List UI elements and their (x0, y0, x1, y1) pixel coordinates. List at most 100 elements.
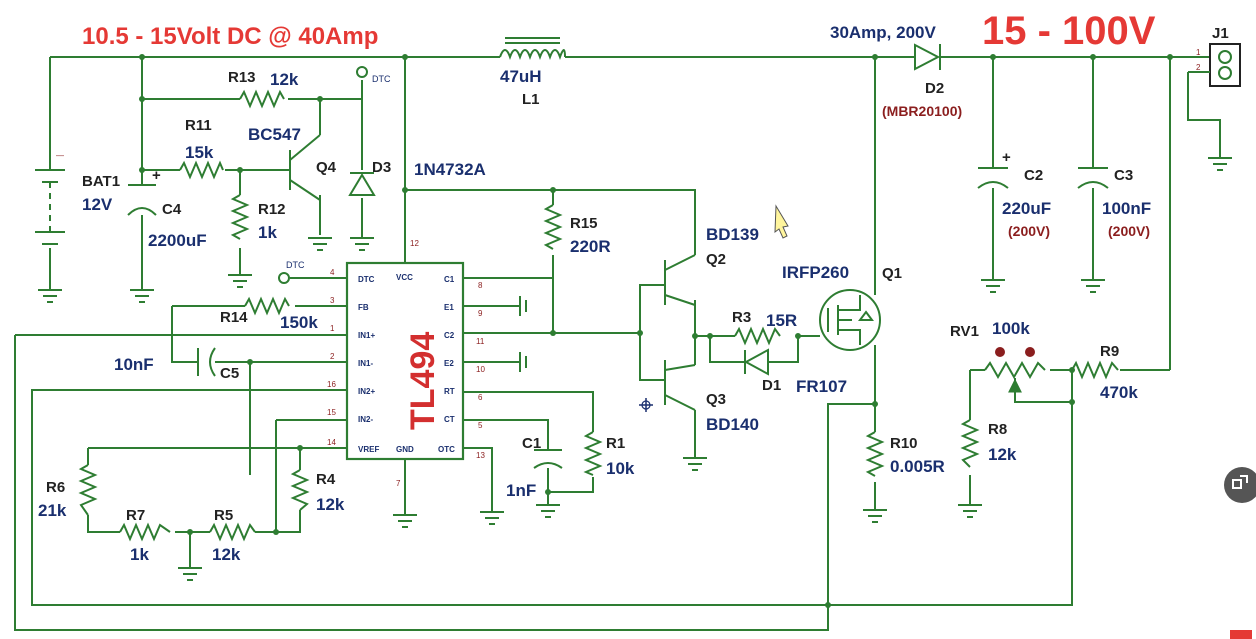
resistors (78, 89, 1119, 542)
pin-e1-label: E1 (444, 303, 454, 312)
c5-ref: C5 (220, 365, 239, 382)
r9-ref: R9 (1100, 343, 1119, 360)
pin-num: 15 (327, 408, 336, 417)
pin-c2-label: C2 (444, 331, 455, 340)
pin-c1-label: C1 (444, 275, 455, 284)
c3-ref: C3 (1114, 167, 1133, 184)
r10-value: 0.005R (890, 457, 945, 476)
l1-ref: L1 (522, 91, 540, 108)
ic-name: TL494 (404, 332, 442, 430)
d3-value: 1N4732A (414, 160, 486, 179)
pin-otc-label: OTC (438, 445, 455, 454)
c5-value: 10nF (114, 355, 154, 374)
r12-value: 1k (258, 223, 277, 242)
r7-value: 1k (130, 545, 149, 564)
q4-value: BC547 (248, 125, 301, 144)
q3-ref: Q3 (706, 391, 726, 408)
pin-vref-label: VREF (358, 445, 379, 454)
r4-value: 12k (316, 495, 345, 514)
l1-value: 47uH (500, 67, 542, 86)
q3-value: BD140 (706, 415, 759, 434)
input-heading: 10.5 - 15Volt DC @ 40Amp (82, 23, 378, 50)
pin-num: 4 (330, 268, 335, 277)
r11-value: 15k (185, 143, 214, 162)
pin-num: 1 (330, 324, 335, 333)
r5-value: 12k (212, 545, 241, 564)
pin-num: 7 (396, 479, 401, 488)
d2-value: (MBR20100) (882, 103, 962, 119)
r6-ref: R6 (46, 479, 65, 496)
polarity-marks: + + — (56, 149, 1011, 184)
r1-value: 10k (606, 459, 635, 478)
svg-text:+: + (152, 167, 161, 184)
pin-num: 2 (330, 352, 335, 361)
r5-ref: R5 (214, 507, 233, 524)
pin-num: 16 (327, 380, 336, 389)
diodes (348, 172, 769, 376)
pin-num: 9 (478, 309, 483, 318)
d1-ref: D1 (762, 377, 781, 394)
r13-value: 12k (270, 70, 299, 89)
pin-e2-label: E2 (444, 359, 454, 368)
q4-ref: Q4 (316, 159, 337, 176)
connector-j1 (1188, 43, 1241, 87)
r9-value: 470k (1100, 383, 1138, 402)
r3-value: 15R (766, 311, 797, 330)
pin-num: 14 (327, 438, 336, 447)
c4-ref: C4 (162, 201, 182, 218)
svg-text:+: + (1002, 149, 1011, 166)
side-expand-button[interactable] (1224, 467, 1256, 503)
d1-value: FR107 (796, 377, 847, 396)
pin-in2m-label: IN2- (358, 415, 373, 424)
pin-num: 3 (330, 296, 335, 305)
c3-rating: (200V) (1108, 223, 1150, 239)
crosshair-icon (639, 398, 653, 412)
inductor-l1 (499, 37, 566, 60)
r15-ref: R15 (570, 215, 598, 232)
r12-ref: R12 (258, 201, 286, 218)
j1-pin1: 1 (1196, 48, 1201, 57)
output-heading: 15 - 100V (982, 9, 1156, 53)
pin-num: 10 (476, 365, 485, 374)
r4-ref: R4 (316, 471, 336, 488)
r8-ref: R8 (988, 421, 1007, 438)
r6-value: 21k (38, 501, 67, 520)
pin-num: 13 (476, 451, 485, 460)
pin-num: 11 (476, 337, 485, 346)
c4-value: 2200uF (148, 231, 207, 250)
pin-in1p-label: IN1+ (358, 331, 375, 340)
q1-ref: Q1 (882, 265, 902, 282)
pin-num: 8 (478, 281, 483, 290)
c3-value: 100nF (1102, 199, 1151, 218)
labels: 10.5 - 15Volt DC @ 40Amp 30Amp, 200V 15 … (38, 9, 1229, 564)
pin-dtc-label: DTC (358, 275, 375, 284)
c1-value: 1nF (506, 481, 536, 500)
pin-vcc-label: VCC (396, 273, 413, 282)
r11-ref: R11 (185, 117, 212, 134)
r3-ref: R3 (732, 309, 751, 326)
capacitors (127, 167, 1109, 469)
dtc-top-label: DTC (372, 74, 391, 84)
transistors (289, 134, 881, 411)
pin-num: 5 (478, 421, 483, 430)
pin-rt-label: RT (444, 387, 455, 396)
j1-pin2: 2 (1196, 63, 1201, 72)
r1-ref: R1 (606, 435, 625, 452)
diode-d2 (914, 43, 941, 71)
pin-num: 12 (410, 239, 419, 248)
q2-ref: Q2 (706, 251, 726, 268)
q2-value: BD139 (706, 225, 759, 244)
r13-ref: R13 (228, 69, 256, 86)
d3-ref: D3 (372, 159, 391, 176)
pin-fb-label: FB (358, 303, 369, 312)
r10-ref: R10 (890, 435, 918, 452)
c1-ref: C1 (522, 435, 541, 452)
rv1-ref: RV1 (950, 323, 979, 340)
c2-ref: C2 (1024, 167, 1043, 184)
pin-in1m-label: IN1- (358, 359, 373, 368)
dtc-ic-label: DTC (286, 260, 305, 270)
wires (14, 56, 1221, 631)
battery-bat1 (35, 169, 65, 245)
bat1-ref: BAT1 (82, 173, 120, 190)
